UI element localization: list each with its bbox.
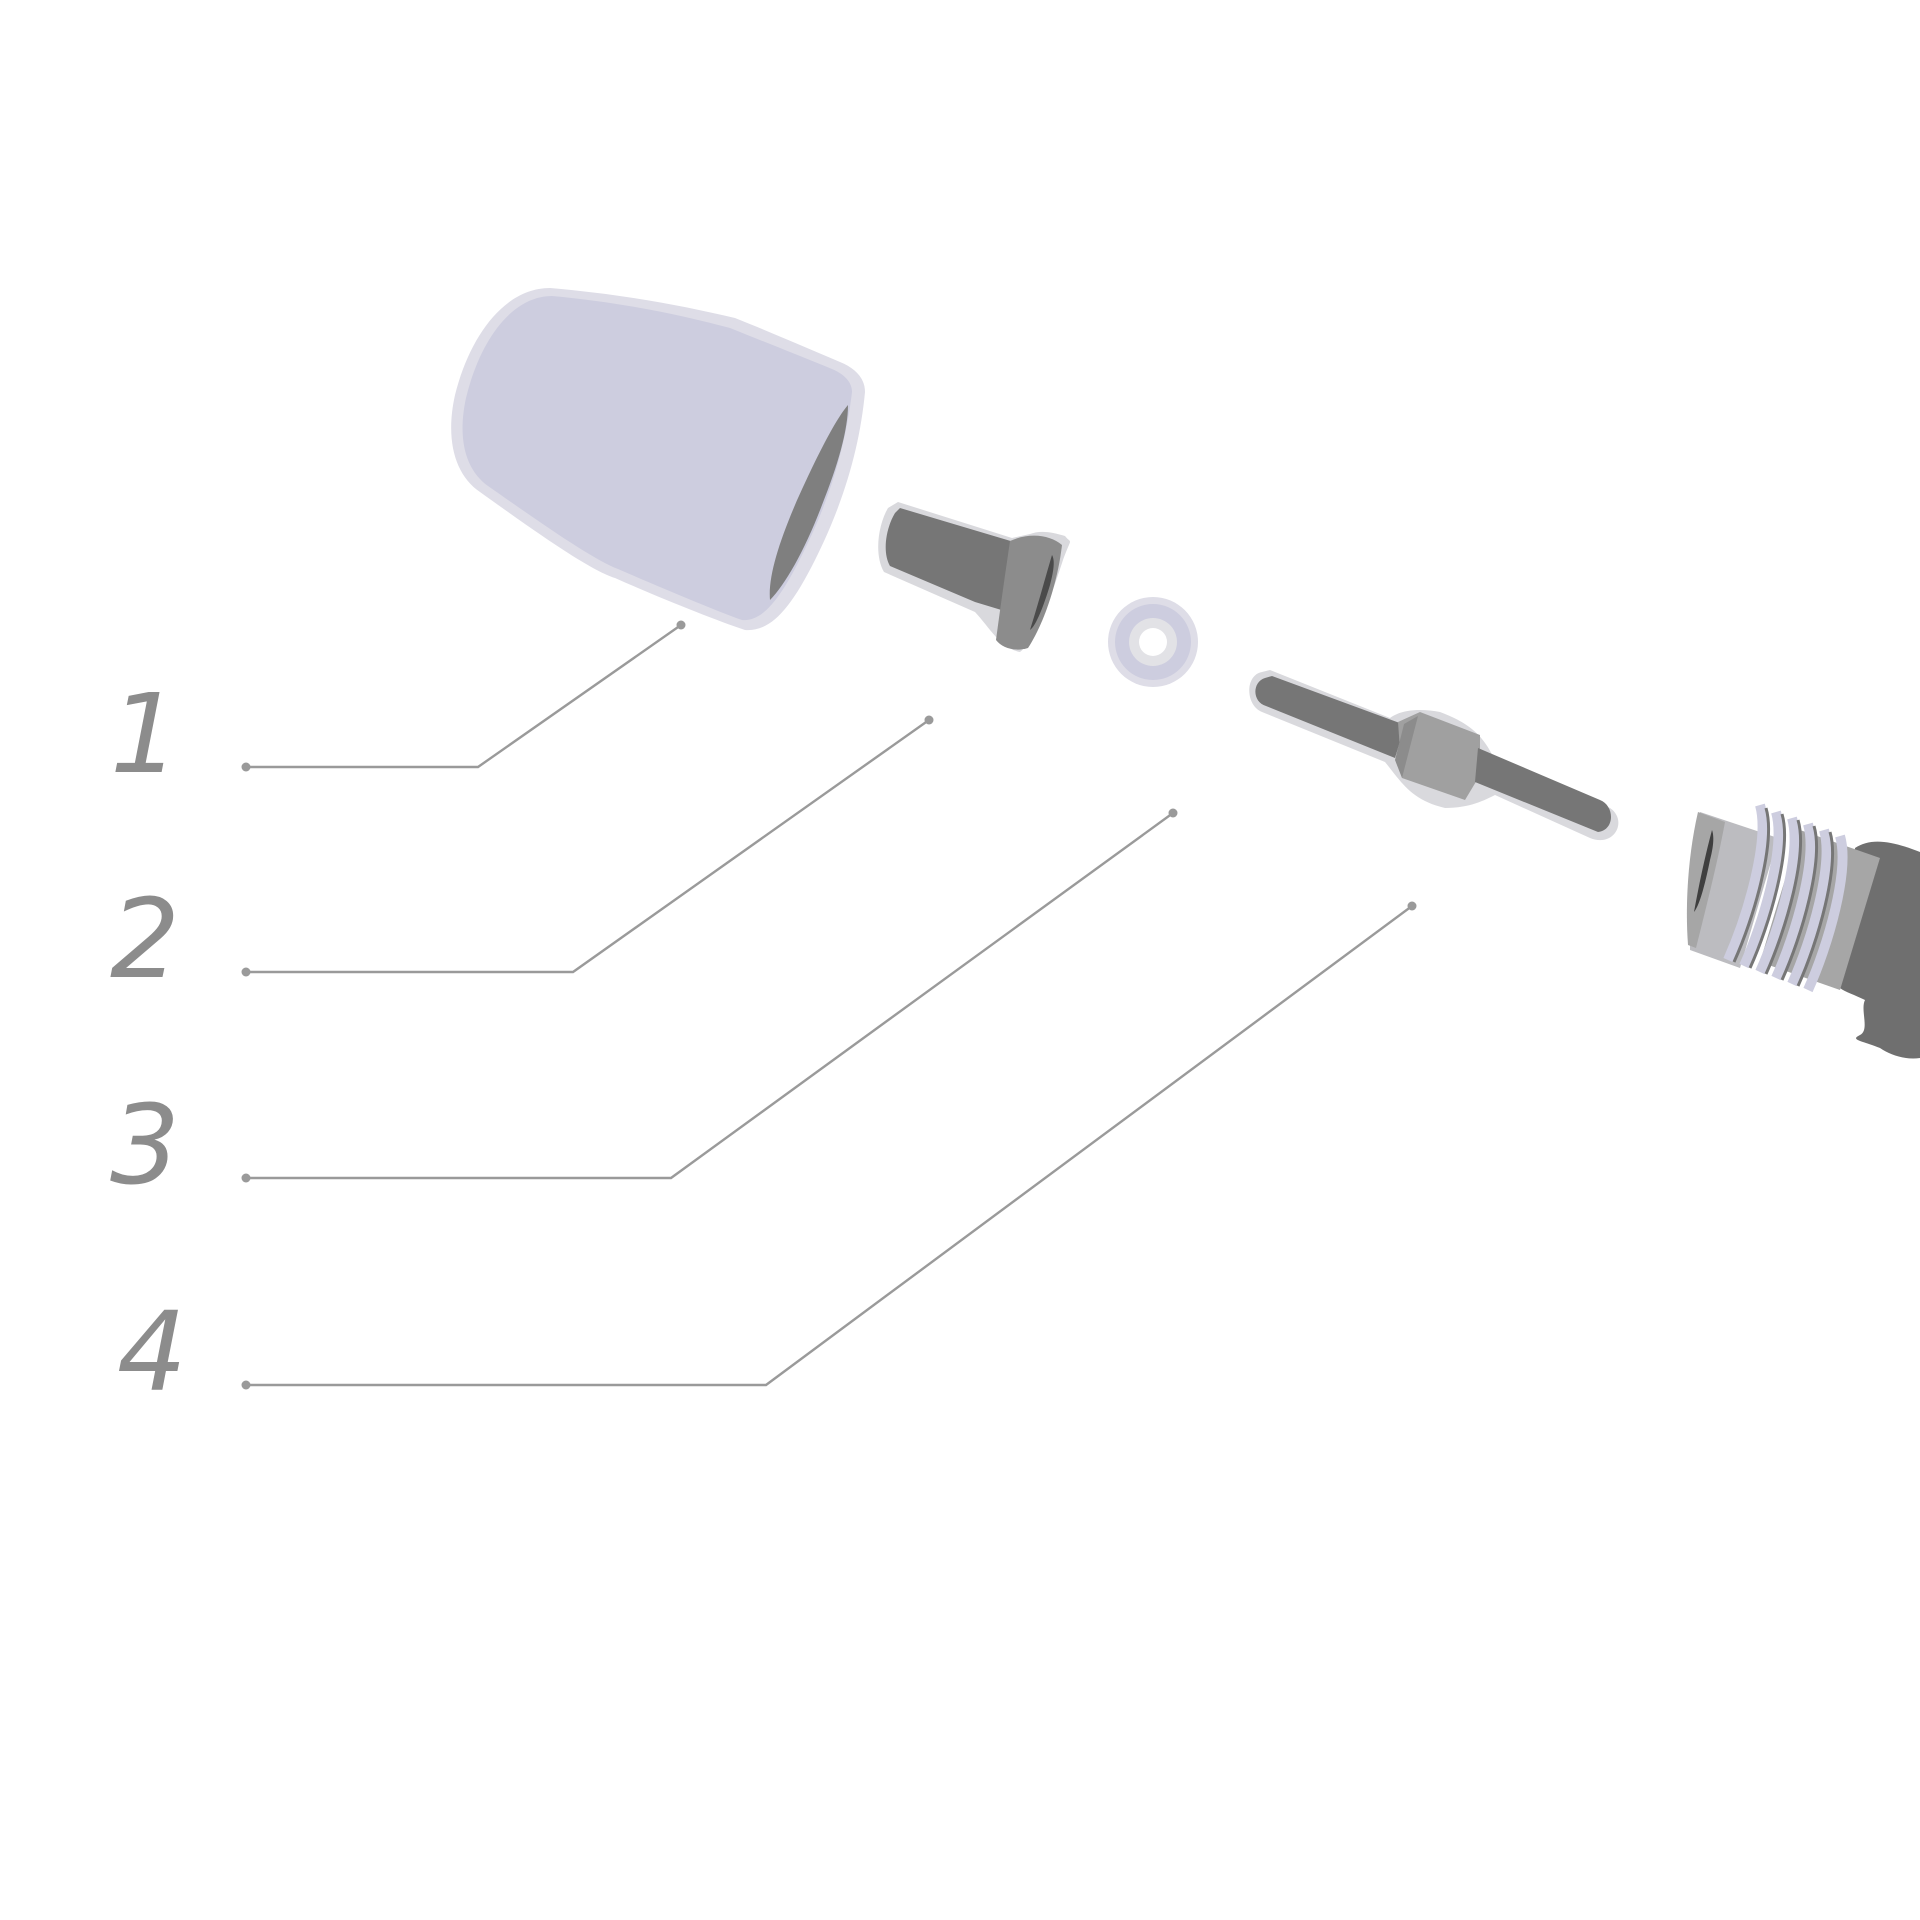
leader-dot-2-start	[241, 967, 251, 977]
thread-ridge-4	[1771, 822, 1816, 981]
thread-shadow-5	[1796, 831, 1834, 987]
leader-dot-3-end	[1168, 808, 1178, 818]
thread-ridge-5	[1787, 828, 1832, 987]
thread-ridge-6	[1803, 834, 1848, 993]
tip-body	[885, 508, 1030, 612]
callout-numbers: 1 2 3 4	[110, 670, 187, 1416]
shield-body	[462, 296, 852, 621]
callout-number-3: 3	[110, 1081, 180, 1209]
thread-shadow-2	[1748, 813, 1786, 969]
leader-line-1	[246, 624, 682, 769]
electrode-rear-shaft	[1475, 748, 1612, 832]
torch-nose	[1686, 812, 1725, 948]
tip-flange	[996, 535, 1062, 650]
part-2-tip	[878, 502, 1071, 652]
leader-line-3	[246, 812, 1174, 1180]
tip-orifice	[1030, 555, 1054, 630]
thread-shadow-1	[1732, 807, 1770, 963]
thread-ridge-3	[1755, 816, 1800, 975]
leader-dot-3-start	[241, 1173, 251, 1183]
part-4-electrode	[1249, 670, 1619, 841]
electrode-collar-shadow	[1395, 716, 1418, 778]
part-1-nozzle-shield	[451, 288, 865, 631]
leader-line-2	[246, 719, 930, 974]
leader-dot-4-end	[1407, 901, 1417, 911]
leader-dot-1-end	[676, 620, 686, 630]
callout-number-1: 1	[110, 670, 180, 798]
thread-shadow-4	[1780, 825, 1818, 981]
leader-dot-2-end	[924, 715, 934, 725]
leader-lines	[241, 620, 1417, 1390]
leader-dot-1-start	[241, 762, 251, 772]
electrode-collar	[1398, 712, 1480, 800]
thread-ridge-2	[1739, 810, 1784, 969]
thread-ridge-1	[1723, 803, 1768, 963]
leader-line-4	[246, 905, 1413, 1387]
ring-hole	[1139, 628, 1167, 656]
shield-bore	[769, 405, 848, 600]
torch-head	[1686, 803, 1920, 1059]
torch-bore	[1694, 830, 1714, 912]
thread-shadow-3	[1764, 819, 1802, 975]
callout-number-2: 2	[110, 875, 180, 1003]
electrode-front-shaft	[1255, 676, 1405, 758]
leader-dot-4-start	[241, 1380, 251, 1390]
callout-number-4: 4	[117, 1288, 187, 1416]
part-3-swirl-ring	[1108, 597, 1198, 687]
